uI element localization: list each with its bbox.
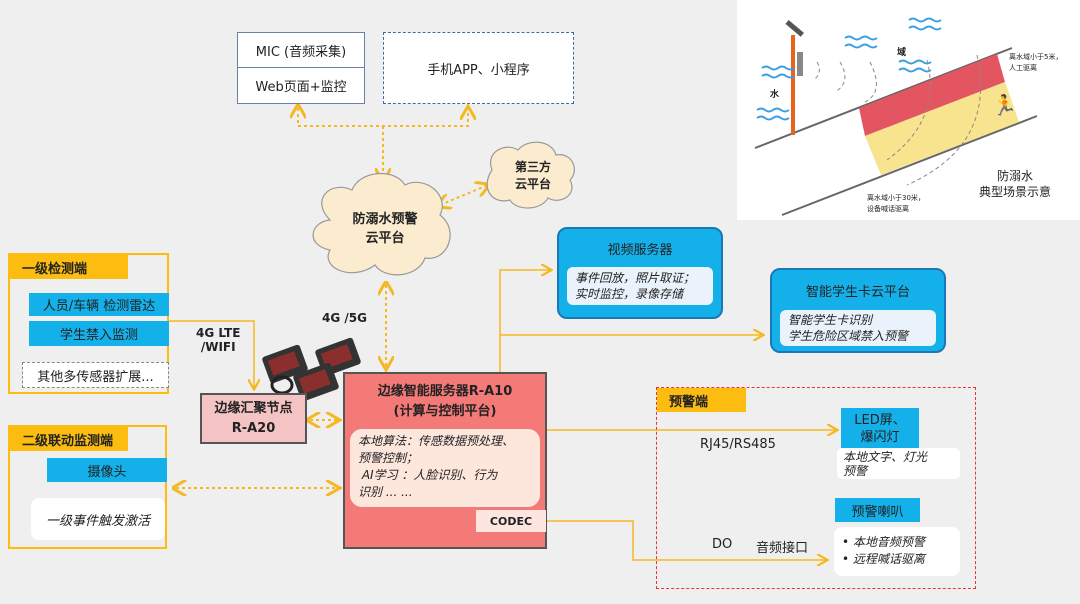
- trigger-item: 一级事件触发激活: [31, 498, 165, 540]
- audio-port-label: 音频接口: [756, 541, 809, 556]
- link-4g5g: 4G /5G: [322, 311, 367, 325]
- note-line: 离水域小于30米，: [867, 194, 925, 202]
- video-server-desc: 事件回放，照片取证； 实时监控，录像存储: [567, 267, 713, 305]
- children-icon: 🏃: [992, 93, 1017, 117]
- mic-label: MIC (音频采集): [238, 33, 364, 68]
- edge-title: 边缘汇聚节点: [214, 400, 293, 416]
- level2-title: 二级联动监测端: [10, 427, 128, 451]
- level1-title: 一级检测端: [10, 255, 128, 279]
- desc-line: AI学习 ：人脸识别、行为: [358, 468, 498, 482]
- area-label: 域: [897, 48, 907, 58]
- led-desc: 本地文字、灯光预警: [837, 448, 960, 479]
- desc-line: 预警: [843, 464, 868, 478]
- desc-line: 学生危险区域禁入预警: [788, 329, 909, 343]
- lte-line: 4G LTE: [196, 326, 241, 340]
- server-subtitle: (计算与控制平台): [393, 404, 497, 419]
- rj45-label: RJ45/RS485: [700, 437, 776, 452]
- edge-model: R-A20: [231, 420, 276, 436]
- edge-node-box: 边缘汇聚节点 R-A20: [200, 393, 307, 444]
- third-cloud-label: 第三方云平台: [493, 158, 573, 192]
- mic-web-box: MIC (音频采集) Web页面+监控: [237, 32, 365, 104]
- do-label: DO: [712, 537, 733, 552]
- desc-line: 事件回放，照片取证；: [575, 271, 696, 285]
- note-line: 离水域小于5米，: [1009, 53, 1063, 61]
- desc-text: 远程喊话驱离: [852, 552, 925, 566]
- scene-illustration: 🏃 水 域 离水域小于5米， 人工驱离 离水域小于30米， 设备喊话驱离 防溺水典型…: [737, 0, 1080, 220]
- desc-line: 识别 ... ...: [358, 485, 413, 499]
- cloud-line: 防溺水预警: [352, 212, 418, 227]
- desc-line: • 本地音频预警: [842, 535, 925, 549]
- gateway-device-image: [262, 337, 361, 402]
- cloud-line: 第三方: [514, 160, 551, 174]
- alert-title: 预警端: [657, 388, 746, 412]
- level1-panel: 一级检测端 人员/车辆 检测雷达 学生禁入监测 其他多传感器扩展...: [8, 253, 169, 394]
- video-server-box: 视频服务器 事件回放，照片取证； 实时监控，录像存储: [557, 227, 723, 319]
- speaker-desc: • 本地音频预警 • 远程喊话驱离: [834, 527, 960, 576]
- water-label: 水: [770, 90, 780, 100]
- cloud-shape: [312, 141, 575, 276]
- cloud-line: 云平台: [365, 231, 405, 246]
- student-card-box: 智能学生卡云平台 智能学生卡识别学生危险区域禁入预警: [770, 268, 946, 353]
- video-server-title: 视频服务器: [607, 242, 673, 258]
- edge-server-box: 边缘智能服务器R-A10 (计算与控制平台) 本地算法：传感数据预处理、预警控制…: [343, 372, 547, 549]
- note-line: 人工驱离: [1009, 64, 1037, 72]
- desc-line: 本地文字、灯光: [843, 450, 928, 464]
- level2-panel: 二级联动监测端 摄像头 一级事件触发激活: [8, 425, 167, 549]
- link-lte: 4G LTE/WIFI: [196, 326, 240, 354]
- mobile-app-box: 手机APP、小程序: [383, 32, 574, 104]
- caption-line: 典型场景示意: [978, 185, 1051, 199]
- led-box: LED屏、爆闪灯: [841, 408, 919, 449]
- wifi-line: /WIFI: [200, 340, 236, 354]
- near5-label: 离水域小于5米， 人工驱离: [1009, 52, 1062, 74]
- speaker-box: 预警喇叭: [835, 498, 920, 522]
- caption-line: 防溺水: [996, 169, 1033, 183]
- led-line: 爆闪灯: [860, 429, 900, 445]
- camera-item: 摄像头: [47, 458, 167, 482]
- alert-panel: 预警端: [656, 387, 976, 589]
- desc-line: 预警控制；: [358, 451, 419, 465]
- led-line: LED屏、: [854, 412, 906, 428]
- near30-label: 离水域小于30米， 设备喊话驱离: [867, 193, 925, 215]
- cloud-line: 云平台: [514, 177, 551, 191]
- student-card-title: 智能学生卡云平台: [805, 284, 910, 300]
- desc-line: 智能学生卡识别: [788, 313, 873, 327]
- student-monitor-item: 学生禁入监测: [29, 321, 169, 346]
- note-line: 设备喊话驱离: [867, 205, 909, 213]
- desc-line: 本地算法：传感数据预处理、: [358, 434, 515, 448]
- desc-line: • 远程喊话驱离: [842, 552, 925, 566]
- radar-item: 人员/车辆 检测雷达: [29, 293, 169, 316]
- desc-text: 本地音频预警: [852, 535, 925, 549]
- desc-line: 实时监控，录像存储: [575, 287, 684, 301]
- main-cloud-label: 防溺水预警云平台: [335, 208, 435, 246]
- student-card-desc: 智能学生卡识别学生危险区域禁入预警: [780, 310, 936, 346]
- server-title: 边缘智能服务器R-A10: [377, 384, 513, 399]
- scene-caption: 防溺水典型场景示意: [965, 168, 1065, 200]
- server-desc: 本地算法：传感数据预处理、预警控制； AI学习 ：人脸识别、行为识别 ... .…: [350, 429, 540, 507]
- other-sensors-item: 其他多传感器扩展...: [22, 362, 169, 388]
- scene-drawing: 🏃: [754, 17, 1038, 216]
- codec-label: CODEC: [476, 510, 546, 532]
- web-label: Web页面+监控: [255, 80, 347, 95]
